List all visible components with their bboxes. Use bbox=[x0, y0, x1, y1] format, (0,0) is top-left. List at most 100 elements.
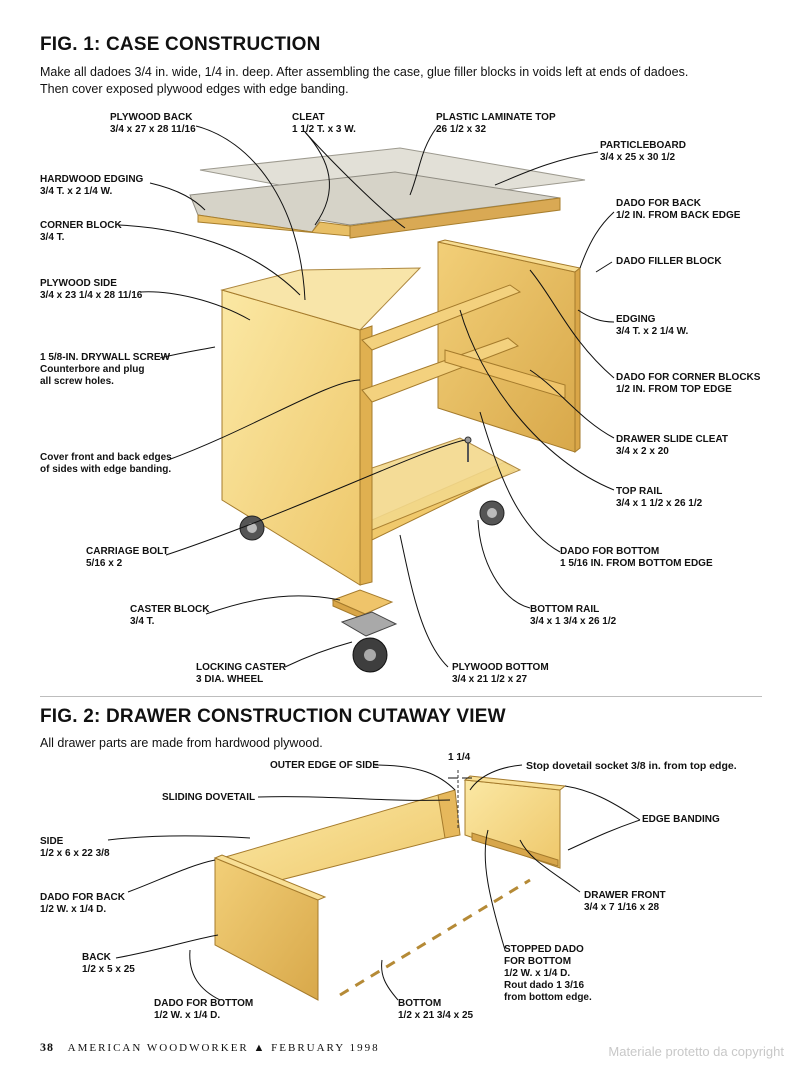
label-hardwood-edging: HARDWOOD EDGING 3/4 T. x 2 1/4 W. bbox=[40, 174, 143, 198]
fig2-intro: All drawer parts are made from hardwood … bbox=[40, 736, 323, 750]
label-edging-title: EDGING bbox=[616, 314, 656, 325]
label-bottom-rail-title: BOTTOM RAIL bbox=[530, 604, 600, 615]
label-bottom-dims: 1/2 x 21 3/4 x 25 bbox=[398, 1010, 474, 1021]
label-cover-edges-line2: of sides with edge banding. bbox=[40, 464, 172, 475]
label-dado-for-bottom: DADO FOR BOTTOM 1/2 W. x 1/4 D. bbox=[154, 998, 253, 1022]
label-edge-banding: EDGE BANDING bbox=[642, 814, 720, 826]
label-drawer-slide-cleat-dims: 3/4 x 2 x 20 bbox=[616, 446, 669, 457]
fig1-title: FIG. 1: CASE CONSTRUCTION bbox=[40, 34, 321, 55]
label-dim-1-1-4: 1 1/4 bbox=[448, 752, 470, 764]
label-dado-back: DADO FOR BACK 1/2 IN. FROM BACK EDGE bbox=[616, 198, 740, 222]
label-carriage-bolt-title: CARRIAGE BOLT bbox=[86, 546, 169, 557]
label-side-title: SIDE bbox=[40, 836, 64, 847]
issue-date: FEBRUARY 1998 bbox=[271, 1042, 380, 1054]
label-bottom-rail-dims: 3/4 x 1 3/4 x 26 1/2 bbox=[530, 616, 617, 627]
label-caster-block-title: CASTER BLOCK bbox=[130, 604, 210, 615]
label-stopped-dado: STOPPED DADO FOR BOTTOM 1/2 W. x 1/4 D. … bbox=[504, 944, 592, 1004]
label-plastic-top-title: PLASTIC LAMINATE TOP bbox=[436, 112, 556, 123]
label-particleboard-dims: 3/4 x 25 x 30 1/2 bbox=[600, 152, 676, 163]
label-stopped-dado-title: STOPPED DADO bbox=[504, 944, 584, 955]
label-locking-caster-title: LOCKING CASTER bbox=[196, 662, 286, 673]
label-corner-block: CORNER BLOCK 3/4 T. bbox=[40, 220, 122, 244]
label-corner-block-title: CORNER BLOCK bbox=[40, 220, 122, 231]
label-stop-dovetail-title: Stop dovetail socket 3/8 in. from top ed… bbox=[526, 760, 737, 772]
fig2-title: FIG. 2: DRAWER CONSTRUCTION CUTAWAY VIEW bbox=[40, 706, 506, 727]
label-dado-bottom-dims: 1 5/16 IN. FROM BOTTOM EDGE bbox=[560, 558, 713, 569]
fig1-intro-line1: Make all dadoes 3/4 in. wide, 1/4 in. de… bbox=[40, 65, 689, 79]
label-bottom-rail: BOTTOM RAIL 3/4 x 1 3/4 x 26 1/2 bbox=[530, 604, 616, 628]
label-plywood-side-title: PLYWOOD SIDE bbox=[40, 278, 117, 289]
label-dado-for-back-dims: 1/2 W. x 1/4 D. bbox=[40, 904, 107, 915]
label-stopped-dado-line2: FOR BOTTOM bbox=[504, 956, 572, 967]
label-drawer-front: DRAWER FRONT 3/4 x 7 1/16 x 28 bbox=[584, 890, 666, 914]
label-caster-block: CASTER BLOCK 3/4 T. bbox=[130, 604, 209, 628]
label-stop-dovetail: Stop dovetail socket 3/8 in. from top ed… bbox=[526, 760, 737, 772]
fig2-leader-lines bbox=[107, 764, 641, 1001]
label-hardwood-edging-title: HARDWOOD EDGING bbox=[40, 174, 144, 185]
label-plywood-back: PLYWOOD BACK 3/4 x 27 x 28 11/16 bbox=[110, 112, 196, 136]
label-top-rail: TOP RAIL 3/4 x 1 1/2 x 26 1/2 bbox=[616, 486, 702, 510]
label-cleat-dims: 1 1/2 T. x 3 W. bbox=[292, 124, 356, 135]
label-cleat-title: CLEAT bbox=[292, 112, 325, 123]
label-bottom: BOTTOM 1/2 x 21 3/4 x 25 bbox=[398, 998, 473, 1022]
label-dado-back-dims: 1/2 IN. FROM BACK EDGE bbox=[616, 210, 741, 221]
label-plywood-back-title: PLYWOOD BACK bbox=[110, 112, 193, 123]
label-dado-for-bottom-dims: 1/2 W. x 1/4 D. bbox=[154, 1010, 221, 1021]
label-plywood-bottom: PLYWOOD BOTTOM 3/4 x 21 1/2 x 27 bbox=[452, 662, 549, 686]
label-cover-edges: Cover front and back edges of sides with… bbox=[40, 452, 172, 476]
label-carriage-bolt: CARRIAGE BOLT 5/16 x 2 bbox=[86, 546, 169, 570]
label-edge-banding-title: EDGE BANDING bbox=[642, 814, 720, 825]
label-drywall-screw: 1 5/8-IN. DRYWALL SCREW Counterbore and … bbox=[40, 352, 170, 388]
label-outer-edge-title: OUTER EDGE OF SIDE bbox=[270, 760, 379, 771]
label-plastic-top-dims: 26 1/2 x 32 bbox=[436, 124, 487, 135]
label-dado-corner-title: DADO FOR CORNER BLOCKS bbox=[616, 372, 761, 383]
label-particleboard: PARTICLEBOARD 3/4 x 25 x 30 1/2 bbox=[600, 140, 686, 164]
label-plywood-side: PLYWOOD SIDE 3/4 x 23 1/4 x 28 11/16 bbox=[40, 278, 142, 302]
caster-assembly-art bbox=[331, 589, 398, 673]
label-drawer-slide-cleat: DRAWER SLIDE CLEAT 3/4 x 2 x 20 bbox=[616, 434, 728, 458]
label-edging: EDGING 3/4 T. x 2 1/4 W. bbox=[616, 314, 688, 338]
label-back: BACK 1/2 x 5 x 25 bbox=[82, 952, 135, 976]
label-corner-block-dims: 3/4 T. bbox=[40, 232, 65, 243]
label-drywall-screw-title: 1 5/8-IN. DRYWALL SCREW bbox=[40, 352, 171, 363]
label-dado-back-title: DADO FOR BACK bbox=[616, 198, 701, 209]
label-stopped-dado-line3: 1/2 W. x 1/4 D. bbox=[504, 968, 571, 979]
label-sliding-dovetail: SLIDING DOVETAIL bbox=[162, 792, 255, 804]
label-locking-caster: LOCKING CASTER 3 DIA. WHEEL bbox=[196, 662, 286, 686]
label-dado-for-back: DADO FOR BACK 1/2 W. x 1/4 D. bbox=[40, 892, 125, 916]
label-cleat: CLEAT 1 1/2 T. x 3 W. bbox=[292, 112, 356, 136]
fig1-leader-lines bbox=[118, 125, 615, 668]
label-stopped-dado-line5: from bottom edge. bbox=[504, 992, 592, 1003]
fig1-intro: Make all dadoes 3/4 in. wide, 1/4 in. de… bbox=[40, 64, 688, 98]
label-plywood-bottom-dims: 3/4 x 21 1/2 x 27 bbox=[452, 674, 528, 685]
label-dado-corner: DADO FOR CORNER BLOCKS 1/2 IN. FROM TOP … bbox=[616, 372, 760, 396]
label-side: SIDE 1/2 x 6 x 22 3/8 bbox=[40, 836, 110, 860]
label-dim-1-1-4-title: 1 1/4 bbox=[448, 752, 471, 763]
label-drawer-slide-cleat-title: DRAWER SLIDE CLEAT bbox=[616, 434, 729, 445]
label-dado-filler-title: DADO FILLER BLOCK bbox=[616, 256, 722, 267]
label-edging-dims: 3/4 T. x 2 1/4 W. bbox=[616, 326, 689, 337]
footer-triangle-icon: ▲ bbox=[253, 1042, 267, 1054]
case-body-art bbox=[220, 267, 566, 586]
label-drawer-front-dims: 3/4 x 7 1/16 x 28 bbox=[584, 902, 660, 913]
label-plywood-back-dims: 3/4 x 27 x 28 11/16 bbox=[110, 124, 196, 135]
label-plastic-top: PLASTIC LAMINATE TOP 26 1/2 x 32 bbox=[436, 112, 556, 136]
label-hardwood-edging-dims: 3/4 T. x 2 1/4 W. bbox=[40, 186, 113, 197]
label-drywall-screw-line2: Counterbore and plug bbox=[40, 364, 145, 375]
label-plywood-bottom-title: PLYWOOD BOTTOM bbox=[452, 662, 549, 673]
label-dado-for-bottom-title: DADO FOR BOTTOM bbox=[154, 998, 254, 1009]
label-dado-for-back-title: DADO FOR BACK bbox=[40, 892, 125, 903]
label-dado-bottom: DADO FOR BOTTOM 1 5/16 IN. FROM BOTTOM E… bbox=[560, 546, 713, 570]
label-stopped-dado-line4: Rout dado 1 3/16 bbox=[504, 980, 585, 991]
label-top-rail-title: TOP RAIL bbox=[616, 486, 663, 497]
copyright-watermark: Materiale protetto da copyright bbox=[608, 1044, 784, 1059]
publication-name: AMERICAN WOODWORKER bbox=[67, 1042, 249, 1054]
label-outer-edge: OUTER EDGE OF SIDE bbox=[270, 760, 379, 772]
fig1-intro-line2: Then cover exposed plywood edges with ed… bbox=[40, 82, 349, 96]
page-footer: 38 AMERICAN WOODWORKER ▲ FEBRUARY 1998 bbox=[40, 1040, 380, 1055]
label-particleboard-title: PARTICLEBOARD bbox=[600, 140, 686, 151]
label-drawer-front-title: DRAWER FRONT bbox=[584, 890, 666, 901]
label-carriage-bolt-dims: 5/16 x 2 bbox=[86, 558, 123, 569]
label-drywall-screw-line3: all screw holes. bbox=[40, 376, 114, 387]
